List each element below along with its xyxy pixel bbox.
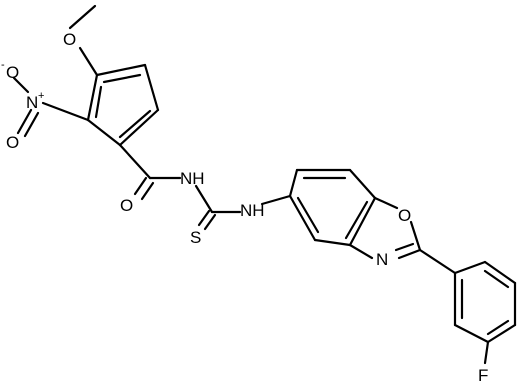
bond-nitro-o2 xyxy=(23,111,40,138)
bond-ring-b1 xyxy=(288,168,299,198)
thio-s-label: S xyxy=(190,228,201,247)
bond-ring-c5 xyxy=(453,323,490,344)
bond-ring-c2 xyxy=(483,260,517,285)
bond-ring-a2 xyxy=(143,63,160,112)
oxazole-n-label: N xyxy=(376,250,388,269)
bond-nitro-ominus xyxy=(12,76,30,94)
bond-ring-a4 xyxy=(86,118,122,147)
bond-ring-c-inner2 xyxy=(486,319,510,336)
bond-ox-4 xyxy=(348,243,374,260)
bond-ring-c4 xyxy=(486,323,517,344)
bond-nitro-o1 xyxy=(16,108,33,135)
methoxy-o-label: O xyxy=(63,30,76,49)
nitro-o-label: O xyxy=(6,133,19,152)
bond-cs-2 xyxy=(203,213,217,231)
bond-ring-a3 xyxy=(118,108,160,147)
bond-ring-b6 xyxy=(288,194,317,242)
oxazole-o-label: O xyxy=(398,206,411,225)
bond-o-ring xyxy=(78,46,99,77)
bond-ox-3b xyxy=(394,242,415,252)
bond-ring-b5 xyxy=(313,238,352,247)
bonds xyxy=(12,4,517,365)
bond-ring-b3 xyxy=(348,168,377,200)
bond-ring-a5 xyxy=(86,73,99,122)
bond-ring-a-inner1 xyxy=(102,73,142,84)
bond-ox-3a xyxy=(397,248,422,260)
bond-ring-carbonyl xyxy=(118,143,152,180)
bond-ring-c1 xyxy=(453,260,487,275)
bond-ring-nitro xyxy=(41,101,90,122)
amide-nh-label: NH xyxy=(180,169,205,188)
bond-cs-1 xyxy=(197,209,211,227)
bond-ring-b4 xyxy=(348,196,377,247)
bond-ring-c-inner1 xyxy=(483,269,510,289)
bond-ring-a-inner2 xyxy=(118,109,152,139)
bond-co-2 xyxy=(140,181,155,201)
nitro-n-charge: + xyxy=(38,90,44,102)
nitro-n-label: N xyxy=(26,93,38,112)
bond-c-f xyxy=(483,340,490,365)
atom-labels: O O - N + O O NH S NH O N F xyxy=(1,30,488,385)
fluoro-f-label: F xyxy=(478,366,488,385)
aryl-nh-label: NH xyxy=(240,201,265,220)
bond-nh-ring xyxy=(260,194,292,206)
bond-co-1 xyxy=(133,176,148,196)
nitro-o-minus-label: O xyxy=(6,63,19,82)
carbonyl-o-label: O xyxy=(120,196,133,215)
bond-ox-1 xyxy=(373,196,399,210)
bond-ring-a1 xyxy=(95,63,147,77)
bond-ring-b-inner2 xyxy=(344,200,369,240)
bond-ox-2 xyxy=(409,220,422,252)
nitro-o-minus-charge: - xyxy=(1,59,5,71)
bond-ring-b-inner3 xyxy=(296,196,320,234)
bond-nh-cs xyxy=(194,184,214,214)
bond-ox-aryl xyxy=(418,248,457,275)
bond-methyl-o xyxy=(68,4,97,30)
bond-ring-a-inner3 xyxy=(94,85,103,119)
